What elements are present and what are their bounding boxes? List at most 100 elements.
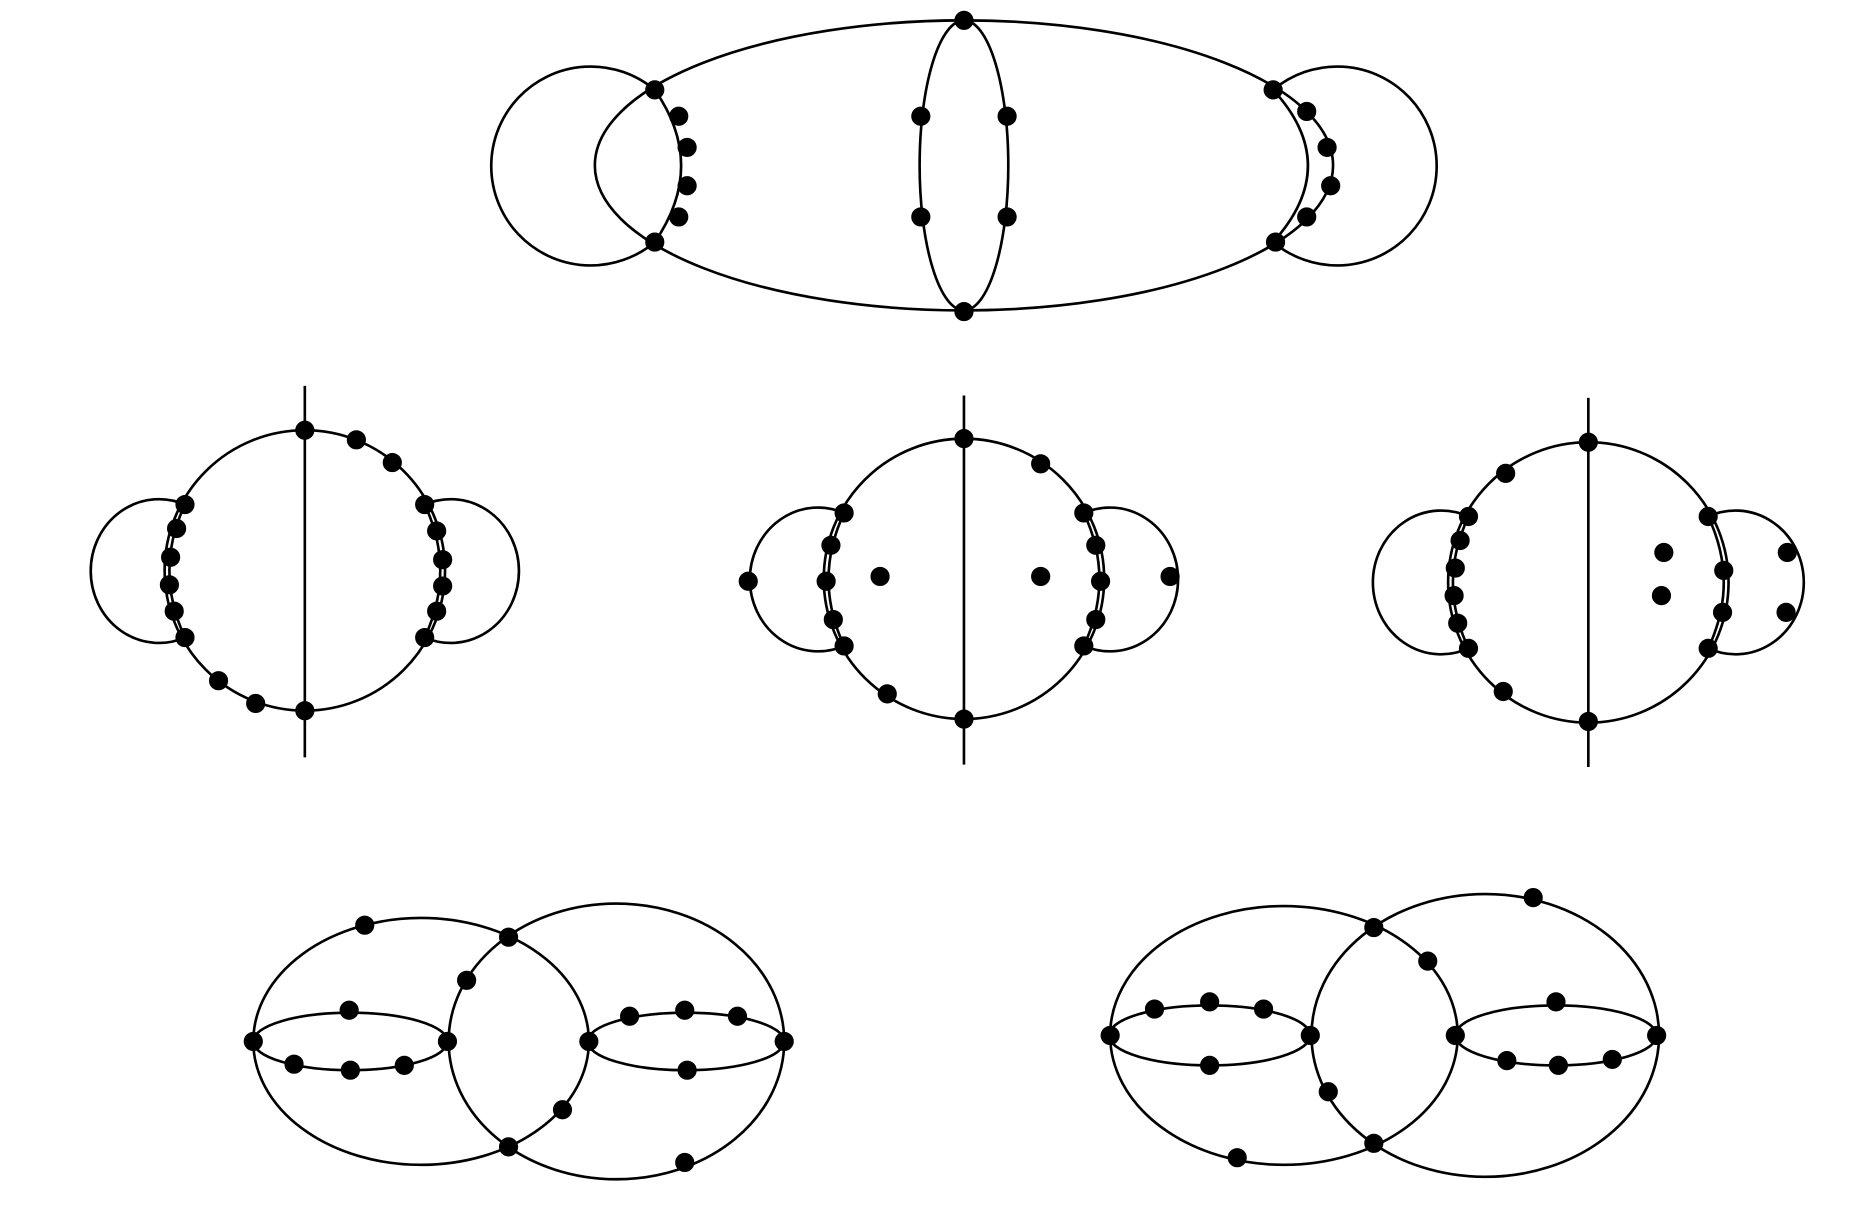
node [167,518,187,539]
node [1776,602,1796,622]
node [823,609,843,630]
node [1493,681,1513,702]
node [954,709,974,729]
node [1602,1049,1622,1069]
node [677,1060,697,1080]
node [620,1006,640,1026]
node [1647,1025,1667,1046]
middle-center-diagram [748,395,1180,765]
node [645,80,665,100]
node [677,137,697,157]
node [1651,586,1672,606]
top-vacuum-diagram-nodes [645,10,1341,322]
node [161,547,181,567]
left-rung [1451,515,1470,649]
node [954,302,974,322]
node [1090,571,1111,591]
inner-vertical-ellipse [918,19,1010,312]
node [675,1152,695,1173]
middle-left-diagram-nodes [159,420,453,721]
node [164,601,184,621]
node [1548,1055,1568,1075]
right-loop [424,497,521,645]
node [1031,454,1051,474]
node [394,1055,414,1075]
right-rung [423,503,442,639]
node [669,106,689,126]
node [1714,560,1734,581]
node [645,232,665,252]
node [1297,207,1317,227]
node [1074,636,1094,656]
node [1546,992,1566,1012]
middle-right-diagram-nodes [1444,432,1797,732]
top-vacuum-diagram [490,19,1438,312]
node [1496,463,1516,483]
node [1321,176,1341,196]
middle-center-diagram-nodes [738,429,1180,729]
node [498,927,519,947]
node [870,566,890,587]
node [433,576,453,596]
node [1445,558,1465,578]
node [295,701,315,721]
node [997,207,1017,227]
node [911,106,931,126]
node [1418,951,1438,971]
left-loop [490,65,656,267]
node [1445,1025,1465,1046]
node [1100,1025,1120,1046]
node [727,1006,748,1026]
node [1144,999,1165,1019]
node [295,420,315,440]
right-big-ellipse [447,902,786,1181]
node [1086,535,1106,555]
node [834,503,854,523]
node [738,571,758,591]
node [1698,638,1718,658]
node [1318,1082,1338,1102]
node [997,106,1017,126]
node [346,430,366,450]
right-loop [1707,509,1806,656]
node [175,494,195,515]
node [1448,613,1468,633]
right-loop [1272,65,1438,267]
node [1160,566,1180,587]
node [669,207,689,227]
node [675,1000,695,1020]
node [1263,80,1283,100]
right-big-ellipse [1310,892,1661,1179]
right-rung [1272,88,1310,243]
left-big-ellipse [1108,904,1460,1167]
node [415,627,435,648]
node [1074,503,1094,523]
node [1253,999,1274,1019]
node [1031,566,1051,587]
node [1297,101,1317,122]
node [1698,506,1718,527]
node [911,207,931,227]
node [1654,542,1674,563]
node [1300,1025,1320,1046]
node [774,1031,794,1052]
node [1458,638,1479,658]
node [175,627,195,648]
bottom-right-diagram [1107,892,1661,1179]
node [1364,1133,1384,1153]
node [437,1031,458,1052]
node [954,429,974,449]
node [355,915,375,935]
node [1578,711,1598,732]
node [1777,542,1797,563]
bottom-right-diagram-nodes [1100,888,1667,1168]
node [834,636,854,656]
node [1364,917,1384,938]
node [246,693,266,714]
node [427,521,447,541]
bottom-left-diagram [251,902,786,1181]
node [1444,586,1464,606]
node [1227,1148,1247,1168]
middle-right-diagram [1371,397,1806,767]
